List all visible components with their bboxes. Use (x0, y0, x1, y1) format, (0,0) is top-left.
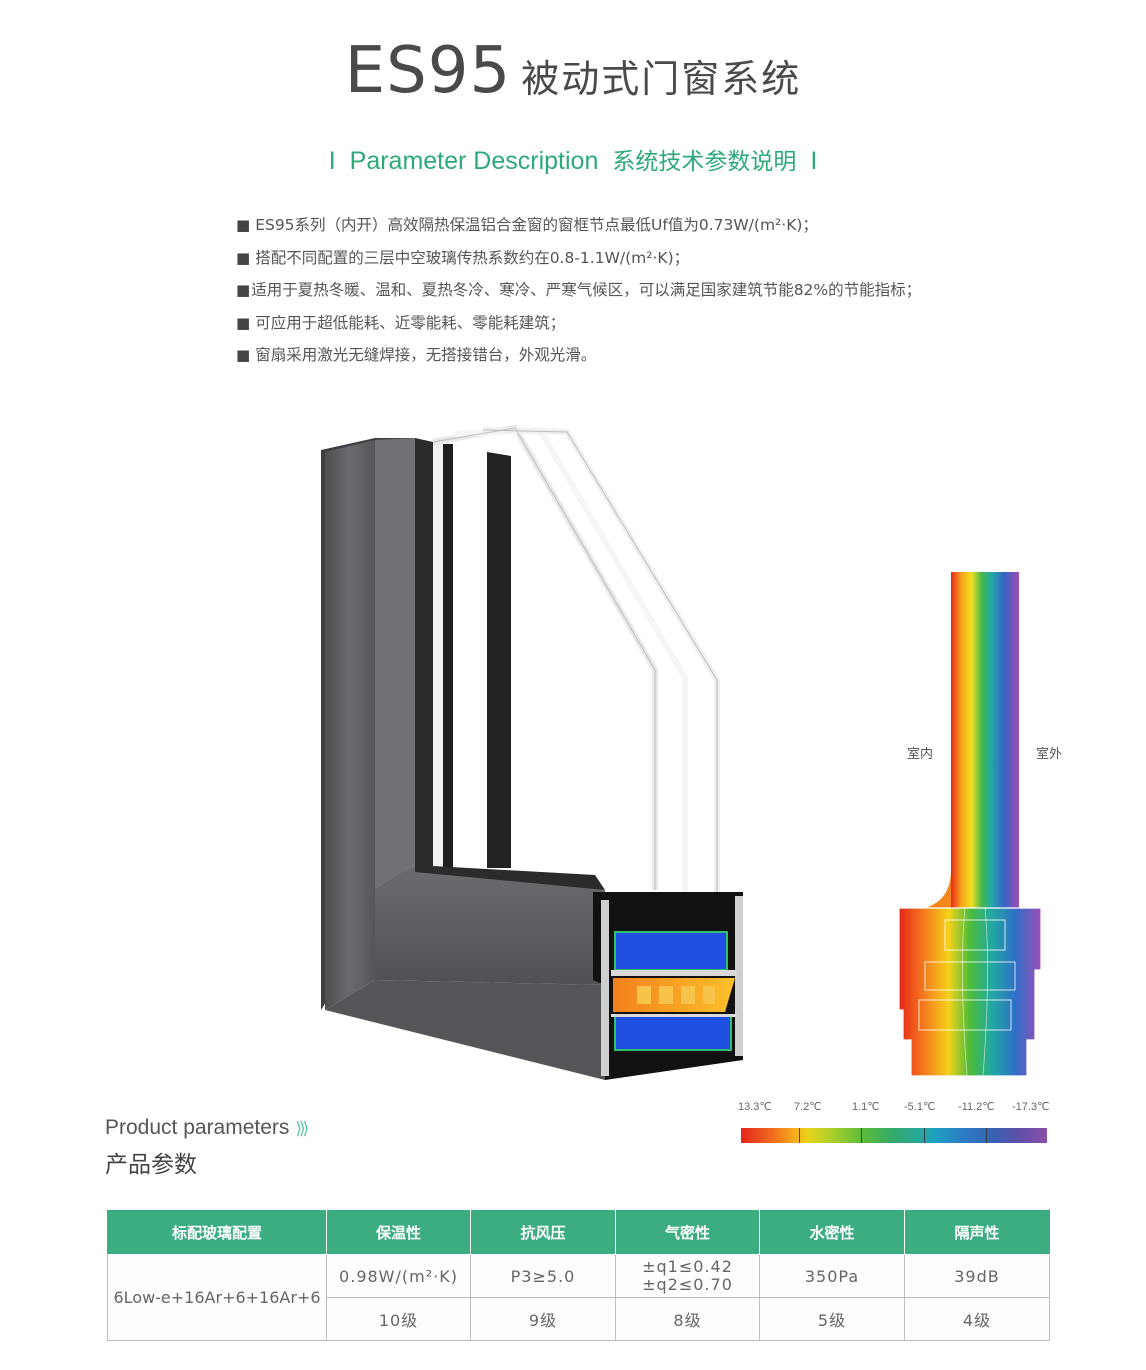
table-header-row: 标配玻璃配置 保温性 抗风压 气密性 水密性 隔声性 (107, 1209, 1050, 1255)
subtitle-bar-right: I (810, 147, 818, 175)
temperature-label: -11.2℃ (958, 1101, 995, 1113)
cell-water-value: 350Pa (759, 1254, 905, 1298)
scale-tick (924, 1128, 925, 1143)
cell-glass-config: 6Low-e+16Ar+6+16Ar+6 (107, 1254, 327, 1341)
square-bullet-icon: ■ (236, 216, 251, 234)
square-bullet-icon: ■ (236, 346, 251, 364)
scale-tick (799, 1128, 800, 1143)
window-frame-corner-icon (321, 424, 743, 1080)
temperature-label: -5.1℃ (904, 1101, 936, 1113)
scale-tick (986, 1128, 987, 1143)
cell-air-value: ±q1≤0.42 ±q2≤0.70 (615, 1254, 760, 1298)
temperature-label: -17.3℃ (1012, 1101, 1050, 1113)
cell-insulation-grade: 10级 (326, 1297, 471, 1341)
thermal-simulation-illustration (895, 570, 1055, 1080)
section-subtitle: I Parameter Description 系统技术参数说明 I (0, 142, 1146, 176)
feature-list: ■ES95系列（内开）高效隔热保温铝合金窗的窗框节点最低Uf值为0.73W/(m… (236, 209, 1116, 372)
temperature-label: 1.1℃ (852, 1101, 880, 1113)
square-bullet-icon: ■ (236, 281, 251, 299)
indoor-label: 室内 (907, 747, 934, 762)
cell-air-grade: 8级 (615, 1297, 760, 1341)
subtitle-en: Parameter Description (349, 147, 599, 175)
subtitle-bar-left: I (328, 147, 336, 175)
header-sound-insulation: 隔声性 (904, 1209, 1050, 1255)
outdoor-label: 室外 (1036, 747, 1063, 762)
square-bullet-icon: ■ (236, 313, 251, 332)
list-item: ■适用于夏热冬暖、温和、夏热冬冷、寒冷、严寒气候区，可以满足国家建筑节能82%的… (236, 281, 922, 299)
window-frame-illustration (315, 420, 755, 1080)
header-insulation: 保温性 (326, 1209, 471, 1255)
temperature-scale-bar (741, 1128, 1047, 1143)
cell-water-grade: 5级 (759, 1297, 905, 1341)
cell-sound-value: 39dB (904, 1254, 1050, 1298)
header-wind-pressure: 抗风压 (470, 1209, 616, 1255)
scale-tick (861, 1128, 862, 1143)
thermal-gradient-icon (898, 572, 1042, 1077)
table-row: 10级 9级 8级 5级 4级 (108, 1297, 1050, 1341)
product-parameters-heading-cn: 产品参数 (105, 1152, 197, 1178)
square-bullet-icon: ■ (236, 248, 251, 267)
cell-sound-grade: 4级 (904, 1297, 1050, 1341)
list-item: ■可应用于超低能耗、近零能耗、零能耗建筑； (236, 313, 566, 332)
temperature-label: 7.2℃ (794, 1101, 822, 1113)
list-item: ■搭配不同配置的三层中空玻璃传热系数约在0.8-1.1W/(m²·K)； (236, 248, 690, 267)
list-item: ■窗扇采用激光无缝焊接，无搭接错台，外观光滑。 (236, 346, 597, 364)
chevrons-right-icon: ⟩⟩⟩ (295, 1119, 309, 1138)
table-row: 6Low-e+16Ar+6+16Ar+6 0.98W/(m²·K) P3≥5.0… (107, 1254, 1050, 1341)
temperature-label: 13.3℃ (738, 1101, 772, 1113)
cell-wind-grade: 9级 (470, 1297, 616, 1341)
title-model: ES95 (344, 34, 512, 108)
header-water-tightness: 水密性 (759, 1209, 905, 1255)
list-item: ■ES95系列（内开）高效隔热保温铝合金窗的窗框节点最低Uf值为0.73W/(m… (236, 216, 818, 234)
header-glass-config: 标配玻璃配置 (107, 1209, 327, 1255)
cell-wind-value: P3≥5.0 (470, 1254, 616, 1298)
product-parameters-table: 标配玻璃配置 保温性 抗风压 气密性 水密性 隔声性 6Low-e+16Ar+6… (107, 1209, 1050, 1341)
cell-insulation-value: 0.98W/(m²·K) (326, 1254, 471, 1298)
title-name: 被动式门窗系统 (521, 57, 802, 101)
temperature-scale-labels: 13.3℃ 7.2℃ 1.1℃ -5.1℃ -11.2℃ -17.3℃ (736, 1100, 1066, 1116)
product-parameters-heading-en: Product parameters⟩⟩⟩ (105, 1116, 309, 1139)
subtitle-cn: 系统技术参数说明 (612, 149, 797, 175)
header-air-tightness: 气密性 (615, 1209, 760, 1255)
